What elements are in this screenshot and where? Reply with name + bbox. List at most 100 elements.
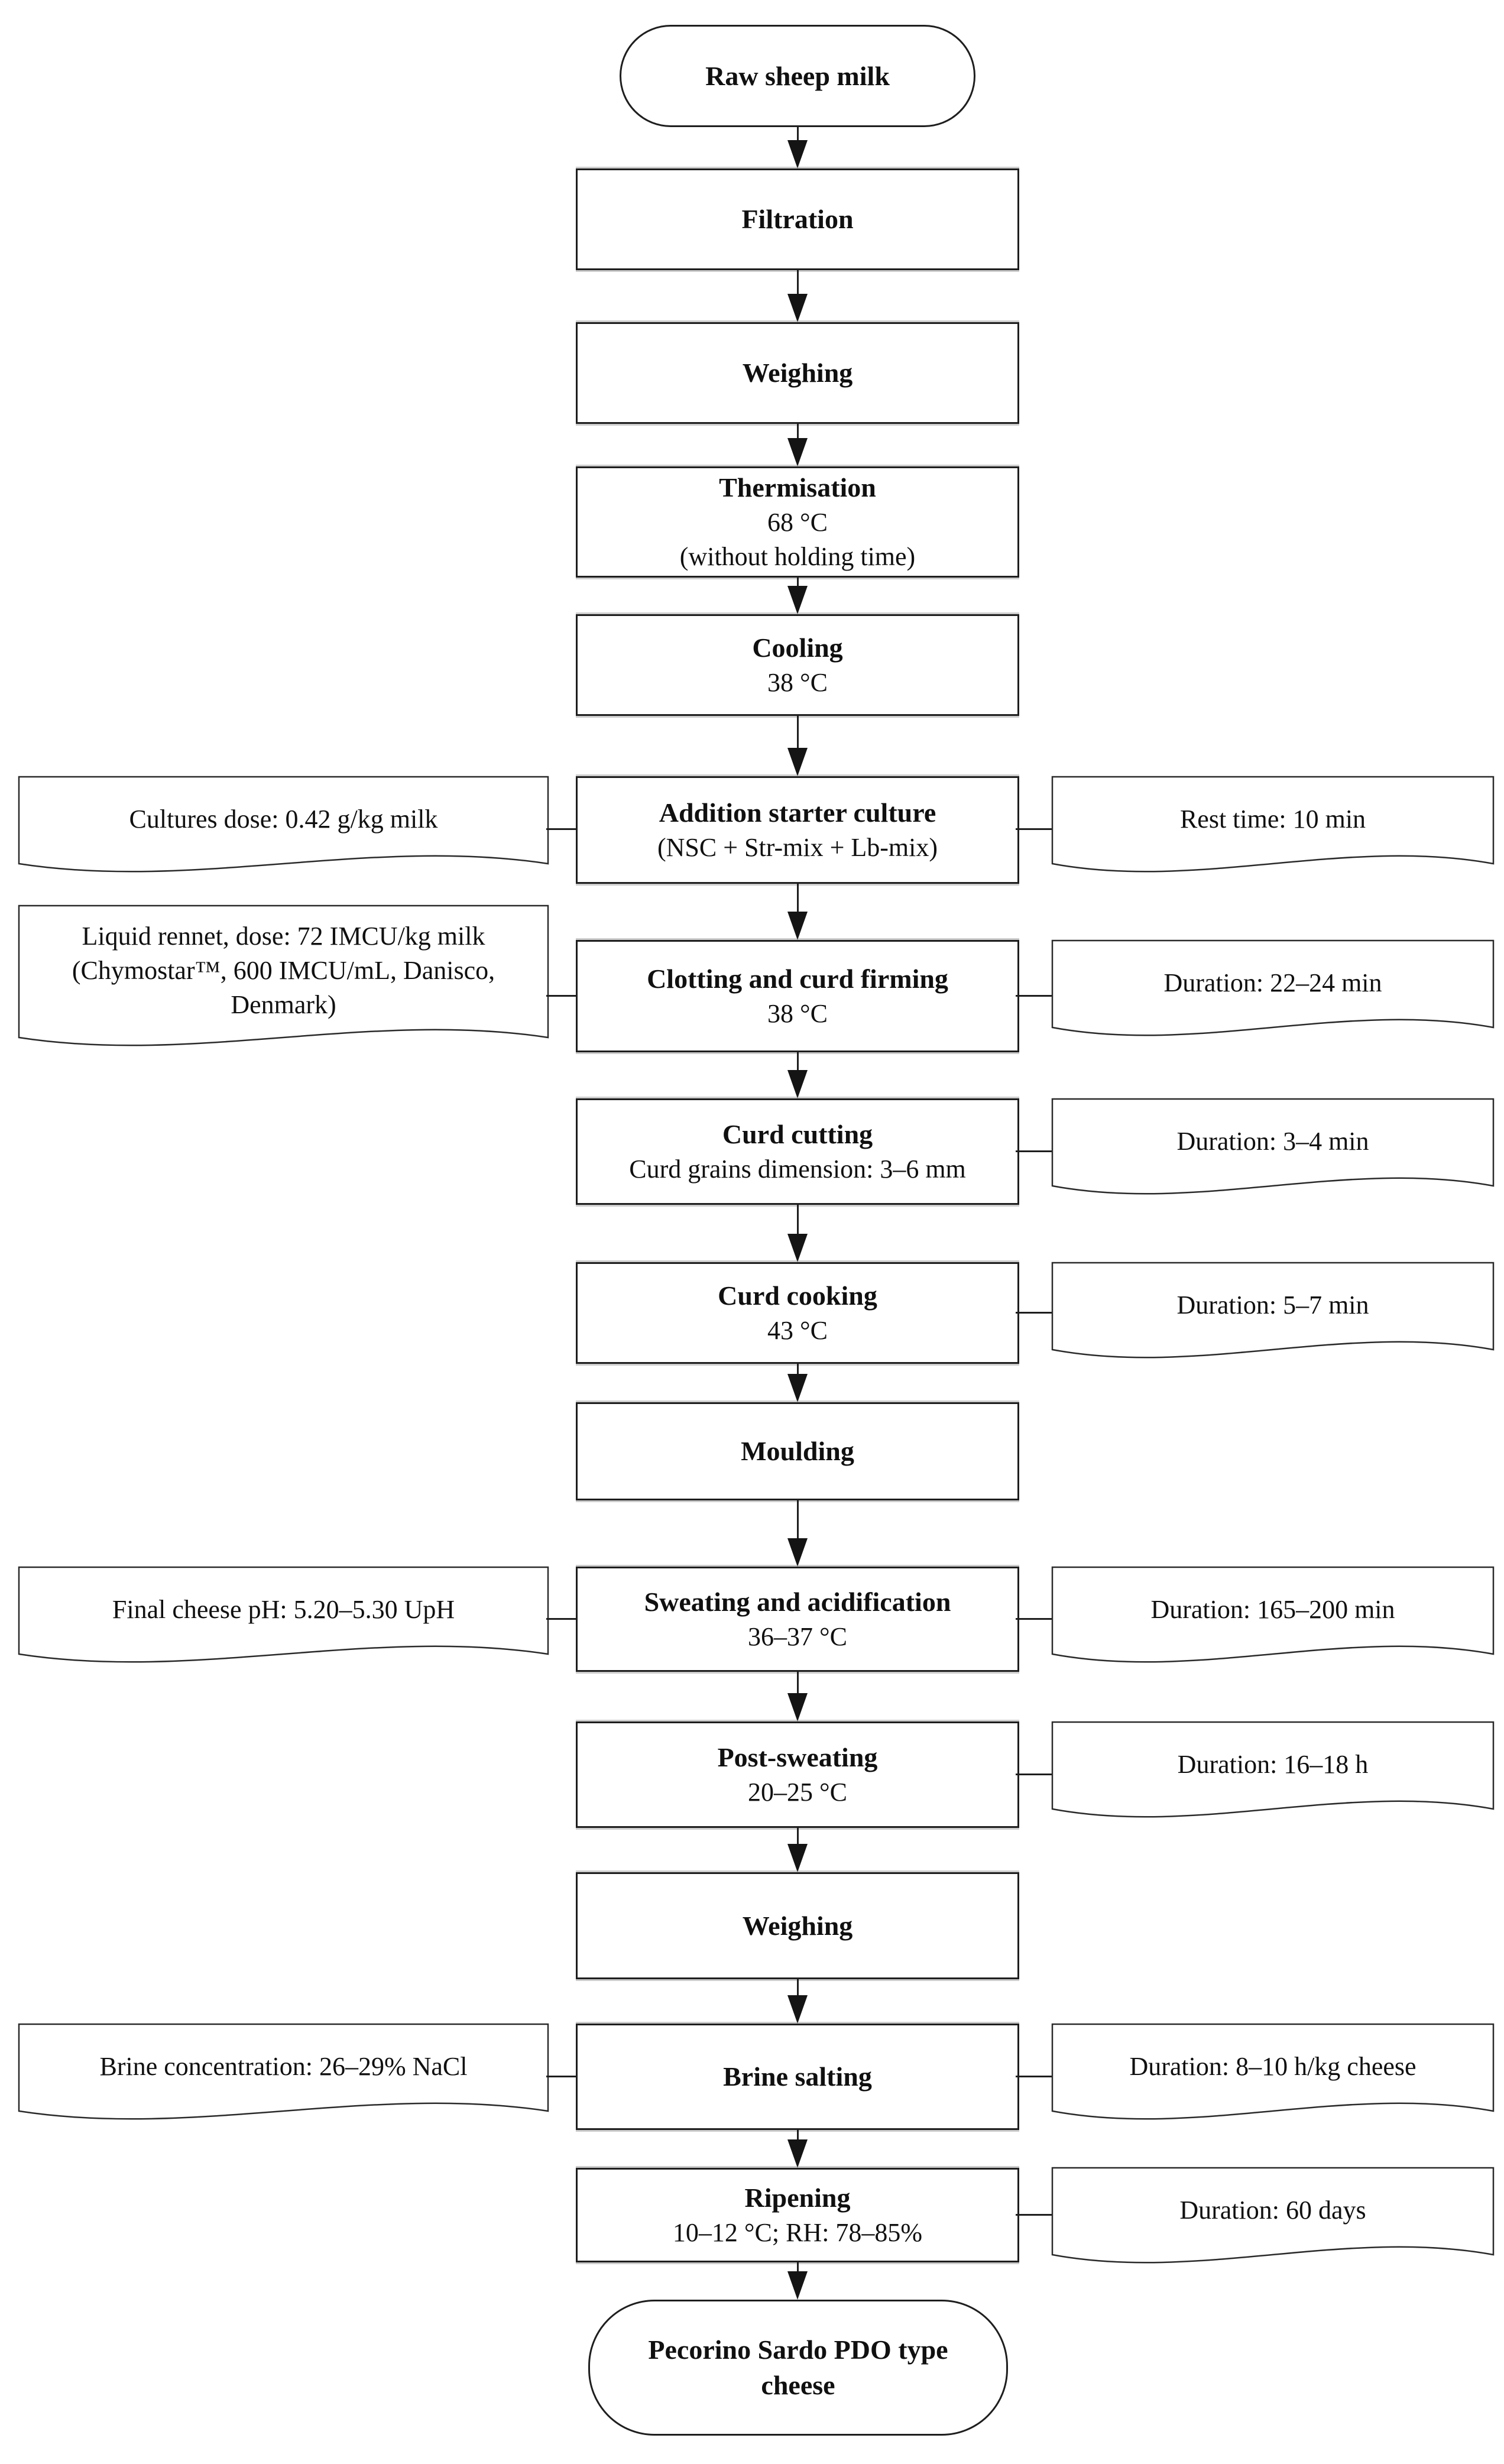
- node-title: Thermisation: [719, 472, 876, 502]
- note-rest-time: Rest time: 10 min: [1051, 775, 1495, 893]
- document-shape: [1051, 1721, 1495, 1818]
- arrow-shaft: [797, 1828, 799, 1845]
- arrow-shaft: [797, 1979, 799, 1996]
- node-subtitle: (NSC + Str-mix + Lb-mix): [657, 833, 938, 862]
- node-subtitle: Curd grains dimension: 3–6 mm: [629, 1155, 966, 1184]
- arrow-shaft: [797, 716, 799, 749]
- node-subtitle: 68 °C: [767, 508, 828, 537]
- arrow-head-icon: [787, 1995, 808, 2024]
- flow-arrow: [787, 1979, 808, 2024]
- flow-arrow: [787, 884, 808, 940]
- flow-arrow: [787, 127, 808, 168]
- note-duration-clotting: Duration: 22–24 min: [1051, 939, 1495, 1057]
- document-shape: [1051, 1098, 1495, 1195]
- arrow-head-icon: [787, 586, 808, 614]
- flow-arrow: [787, 1500, 808, 1567]
- node-thermisation: Thermisation 68 °C (without holding time…: [576, 466, 1019, 578]
- note-text: Duration: 22–24 min: [1163, 968, 1382, 997]
- node-ripening: Ripening 10–12 °C; RH: 78–85%: [576, 2168, 1019, 2262]
- note-connector: [546, 828, 579, 830]
- node-raw-sheep-milk: Raw sheep milk: [620, 25, 975, 127]
- note-final-cheese-ph: Final cheese pH: 5.20–5.30 UpH: [17, 1565, 550, 1684]
- arrow-shaft: [797, 2130, 799, 2141]
- document-shape: [1051, 2167, 1495, 2264]
- note-text: Duration: 5–7 min: [1176, 1291, 1369, 1319]
- arrow-head-icon: [787, 2139, 808, 2168]
- note-connector: [1016, 1618, 1054, 1620]
- flow-arrow: [787, 424, 808, 466]
- arrow-head-icon: [787, 1070, 808, 1098]
- arrow-head-icon: [787, 2271, 808, 2300]
- arrow-head-icon: [787, 748, 808, 776]
- arrow-shaft: [797, 424, 799, 439]
- note-text: Brine concentration: 26–29% NaCl: [99, 2052, 468, 2081]
- note-brine-concentration: Brine concentration: 26–29% NaCl: [17, 2022, 550, 2141]
- arrow-shaft: [797, 1364, 799, 1375]
- node-subtitle: 36–37 °C: [748, 1622, 847, 1651]
- note-text: Duration: 165–200 min: [1150, 1595, 1395, 1624]
- node-sweating-acidification: Sweating and acidification 36–37 °C: [576, 1567, 1019, 1672]
- node-title: Weighing: [742, 1910, 853, 1941]
- flow-arrow: [787, 716, 808, 776]
- note-liquid-rennet: Liquid rennet, dose: 72 IMCU/kg milk (Ch…: [17, 904, 550, 1069]
- node-title: Sweating and acidification: [644, 1587, 951, 1617]
- arrow-shaft: [797, 1672, 799, 1694]
- node-title: Weighing: [742, 358, 853, 388]
- flow-arrow: [787, 1364, 808, 1402]
- note-duration-cooking: Duration: 5–7 min: [1051, 1261, 1495, 1379]
- arrow-shaft: [797, 1052, 799, 1071]
- note-duration-sweating: Duration: 165–200 min: [1051, 1565, 1495, 1684]
- node-addition-starter-culture: Addition starter culture (NSC + Str-mix …: [576, 776, 1019, 884]
- node-weighing-1: Weighing: [576, 322, 1019, 424]
- arrow-head-icon: [787, 1538, 808, 1567]
- note-duration-post-sweating: Duration: 16–18 h: [1051, 1720, 1495, 1839]
- note-connector: [1016, 1312, 1054, 1314]
- node-curd-cooking: Curd cooking 43 °C: [576, 1262, 1019, 1364]
- node-clotting-curd-firming: Clotting and curd firming 38 °C: [576, 940, 1019, 1052]
- node-title: Curd cooking: [718, 1280, 877, 1311]
- flow-arrow: [787, 578, 808, 614]
- document-shape: [18, 904, 549, 1046]
- node-pecorino-sardo-cheese: Pecorino Sardo PDO type cheese: [588, 2300, 1008, 2436]
- node-subtitle: 10–12 °C; RH: 78–85%: [672, 2218, 923, 2247]
- document-shape: [1051, 939, 1495, 1036]
- arrow-head-icon: [787, 438, 808, 466]
- document-shape: [1051, 1262, 1495, 1359]
- document-shape: [1051, 776, 1495, 873]
- arrow-shaft: [797, 2262, 799, 2272]
- document-shape: [18, 2023, 549, 2120]
- note-text: Liquid rennet, dose: 72 IMCU/kg milk (Ch…: [72, 922, 495, 1019]
- note-connector: [1016, 1150, 1054, 1152]
- node-title: Ripening: [744, 2183, 851, 2213]
- note-connector: [546, 995, 579, 997]
- flow-arrow: [787, 270, 808, 322]
- node-title: Clotting and curd firming: [647, 964, 948, 994]
- node-subtitle: 20–25 °C: [748, 1778, 847, 1807]
- note-connector: [1016, 2076, 1054, 2077]
- note-cultures-dose: Cultures dose: 0.42 g/kg milk: [17, 775, 550, 893]
- note-connector: [1016, 2214, 1054, 2216]
- node-subtitle: 38 °C: [767, 668, 828, 697]
- node-title: Addition starter culture: [659, 797, 936, 828]
- note-connector: [1016, 995, 1054, 997]
- document-shape: [1051, 2023, 1495, 2120]
- node-title: Moulding: [741, 1436, 854, 1466]
- note-duration-cutting: Duration: 3–4 min: [1051, 1097, 1495, 1215]
- arrow-shaft: [797, 578, 799, 587]
- node-title: Pecorino Sardo PDO type: [648, 2335, 948, 2365]
- note-text: Cultures dose: 0.42 g/kg milk: [129, 805, 438, 834]
- document-shape: [1051, 1566, 1495, 1663]
- arrow-head-icon: [787, 294, 808, 322]
- arrow-shaft: [797, 884, 799, 913]
- flow-arrow: [787, 1205, 808, 1262]
- node-title: Cooling: [752, 633, 843, 663]
- flow-arrow: [787, 1828, 808, 1872]
- note-connector: [546, 2076, 579, 2077]
- node-title: Brine salting: [723, 2061, 872, 2092]
- note-text: Final cheese pH: 5.20–5.30 UpH: [112, 1595, 455, 1624]
- node-title: Curd cutting: [722, 1119, 873, 1149]
- node-cooling: Cooling 38 °C: [576, 614, 1019, 716]
- arrow-shaft: [797, 127, 799, 141]
- arrow-head-icon: [787, 140, 808, 168]
